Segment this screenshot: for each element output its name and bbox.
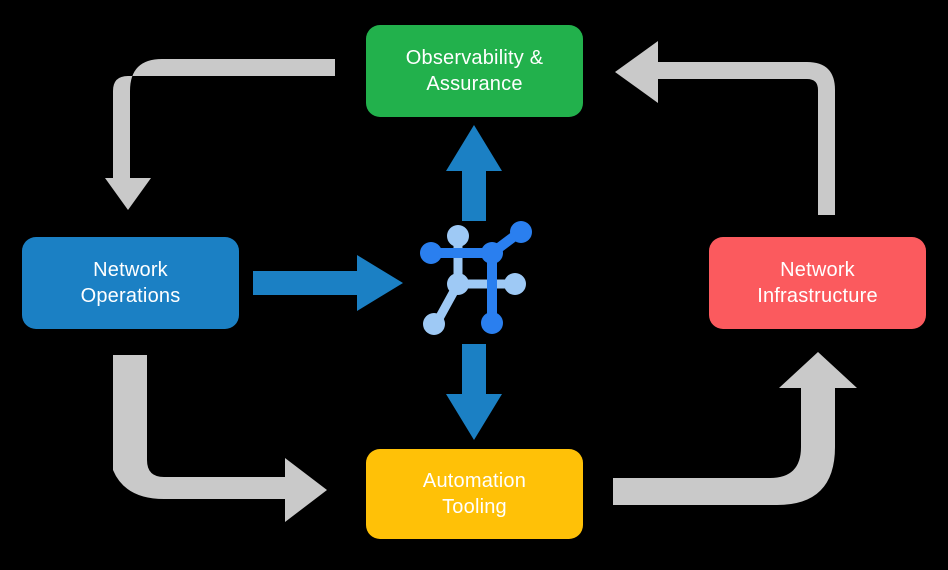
- node-label-line-2: Operations: [80, 285, 181, 307]
- node-label-line-1: Observability &: [405, 46, 544, 69]
- arrow-up-blue: [446, 125, 502, 221]
- node-label-operations: Network Operations: [81, 257, 181, 310]
- node-box-observability[interactable]: Observability & Assurance: [366, 25, 583, 117]
- node-label-line-1: Network: [780, 258, 855, 281]
- arrow-elbow-bottom-right: [613, 352, 857, 505]
- node-box-automation[interactable]: Automation Tooling: [366, 449, 583, 539]
- network-topology-icon: [420, 221, 532, 335]
- arrow-elbow-top-right: [615, 41, 835, 215]
- arrow-right-blue: [253, 255, 403, 311]
- arrow-down-blue: [446, 344, 502, 440]
- node-label-line-1: Automation: [422, 469, 527, 492]
- node-label-line-1: Network: [93, 258, 168, 281]
- node-label-observability: Observability & Assurance: [406, 45, 544, 98]
- arrow-elbow-bottom-left: [113, 355, 327, 522]
- icon-nodes-primary: [420, 221, 532, 334]
- node-label-infrastructure: Network Infrastructure: [757, 257, 878, 310]
- node-label-line-2: Infrastructure: [757, 285, 878, 307]
- node-label-line-2: Assurance: [426, 73, 523, 95]
- icon-nodes-secondary: [423, 225, 526, 335]
- node-label-automation: Automation Tooling: [423, 468, 526, 521]
- node-label-line-2: Tooling: [442, 496, 507, 518]
- node-box-operations[interactable]: Network Operations: [22, 237, 239, 329]
- arrow-elbow-top-left: [105, 59, 335, 210]
- node-box-infrastructure[interactable]: Network Infrastructure: [709, 237, 926, 329]
